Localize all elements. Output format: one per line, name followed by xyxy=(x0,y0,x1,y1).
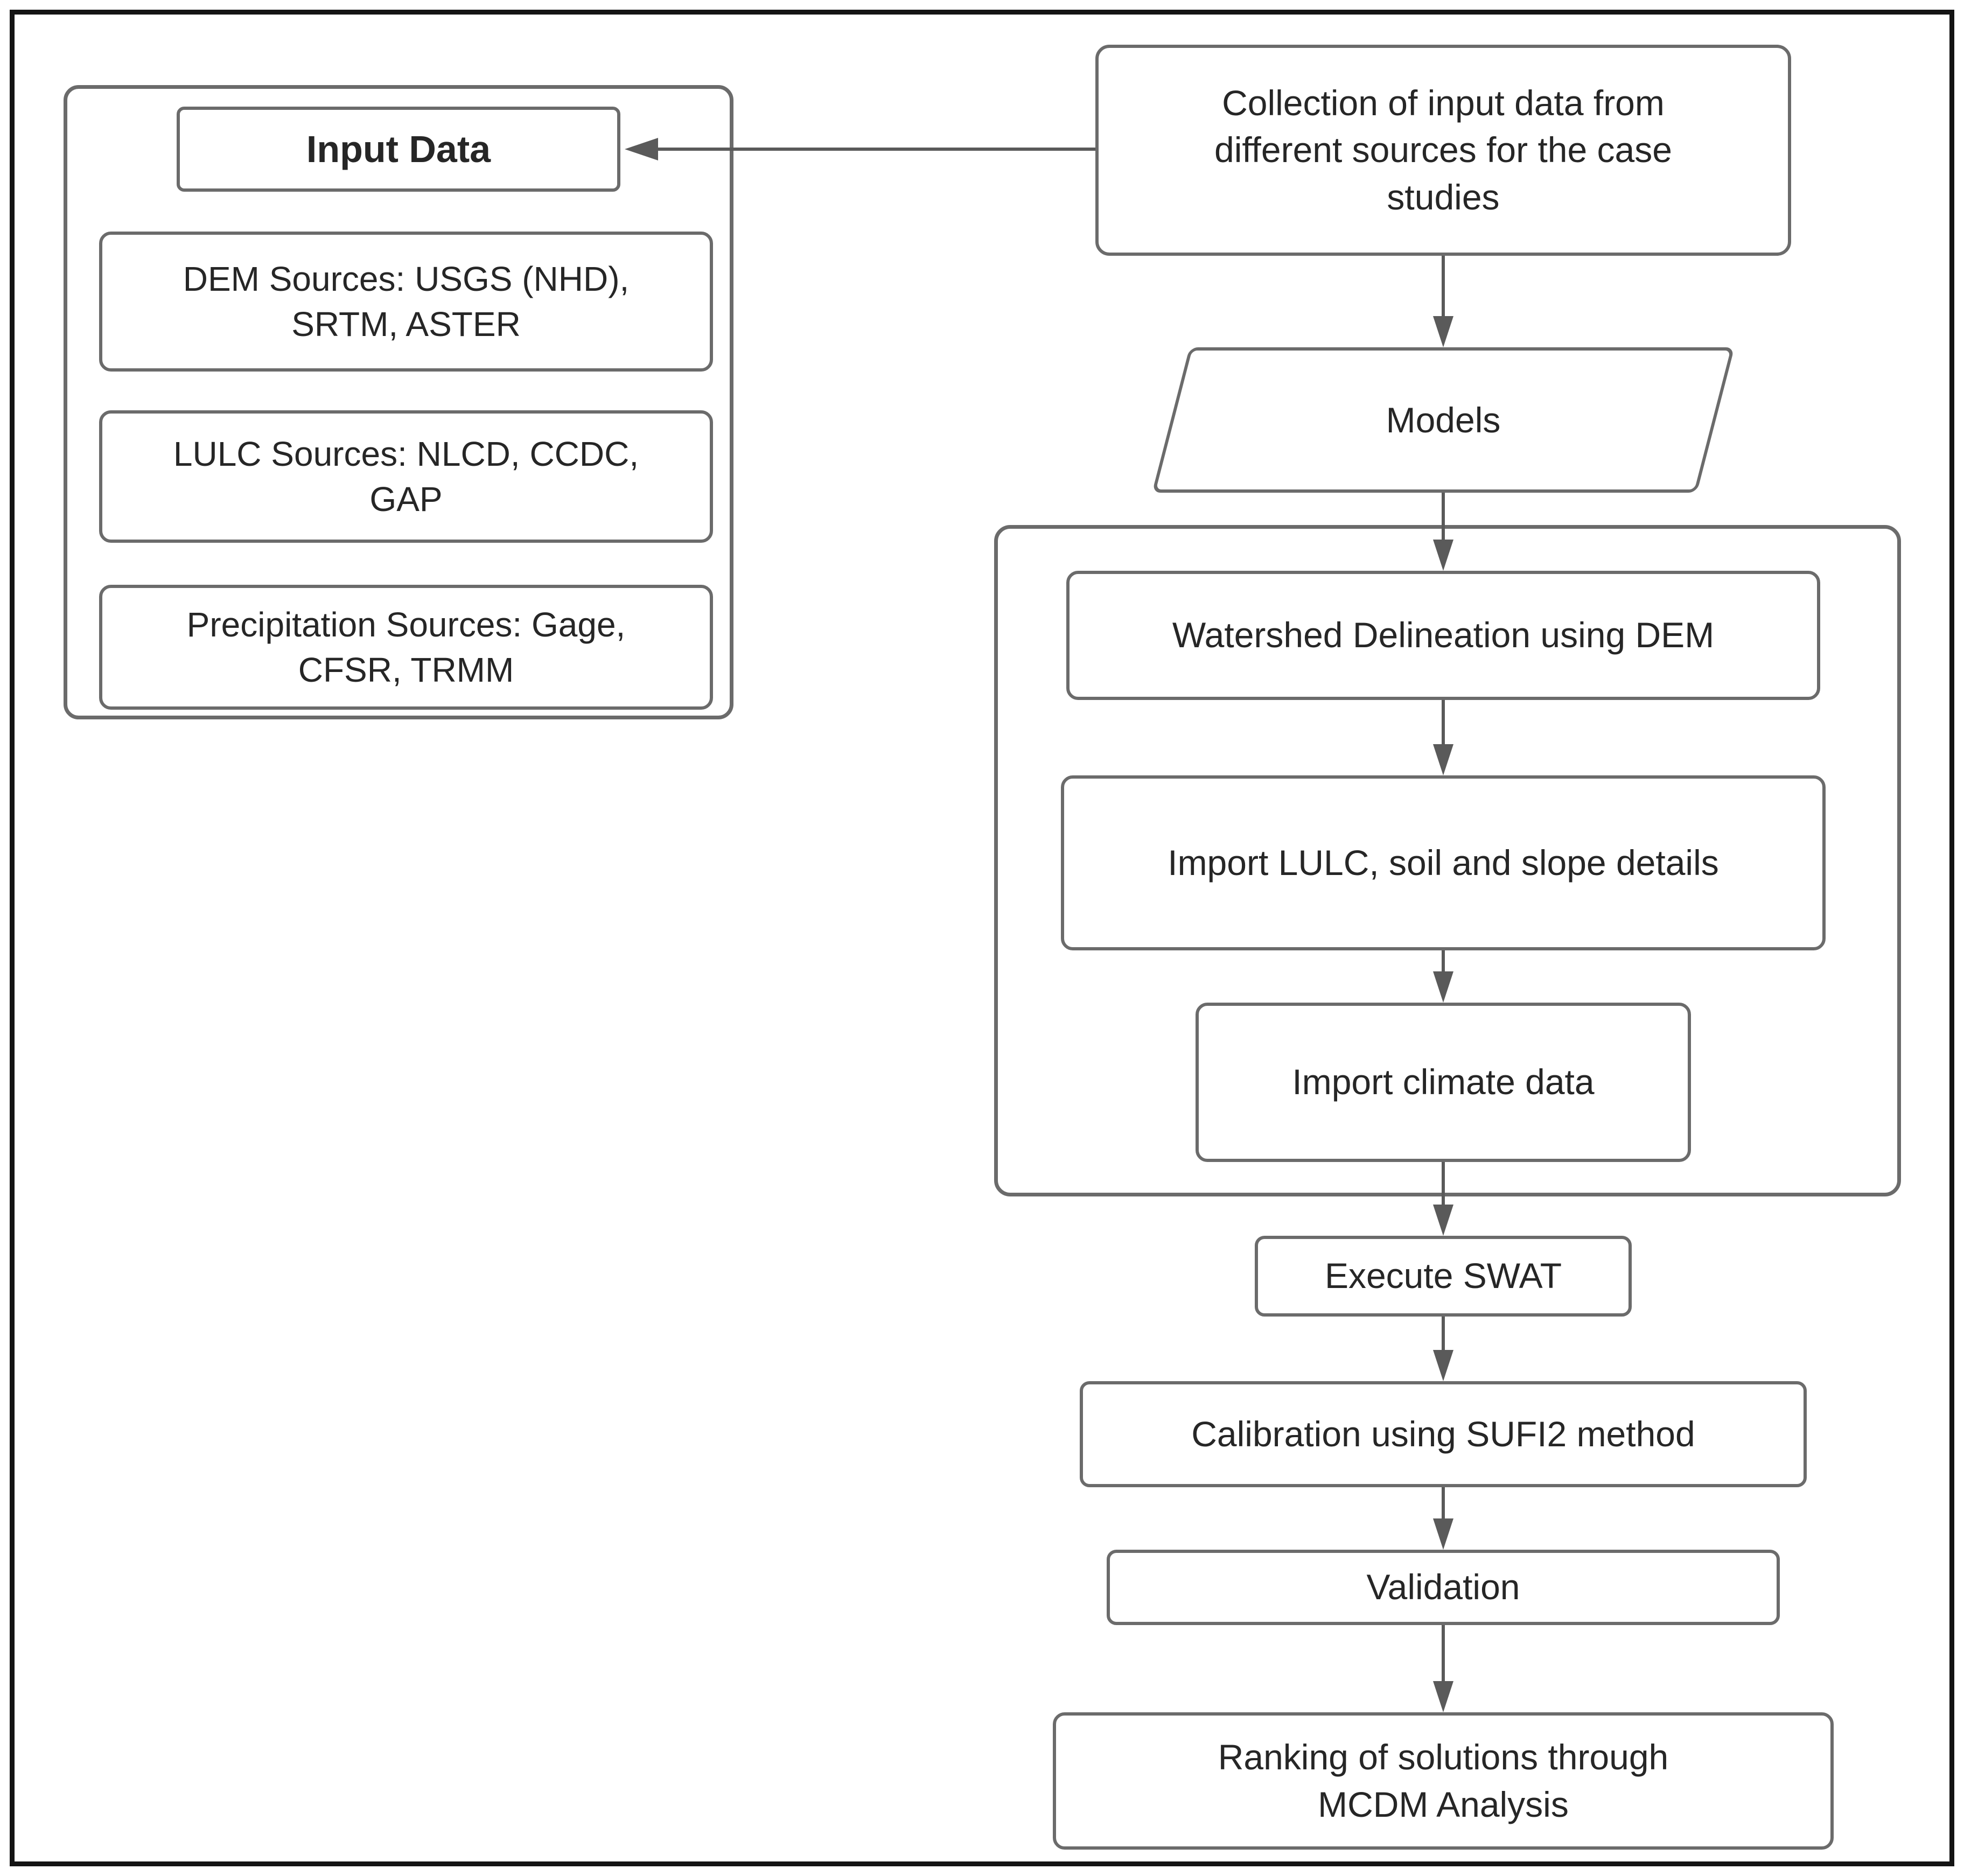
arrow-shaft xyxy=(658,148,1095,151)
lulc-sources-box: LULC Sources: NLCD, CCDC, GAP xyxy=(99,410,713,543)
calibration-box: Calibration using SUFI2 method xyxy=(1080,1381,1807,1487)
arrow-shaft xyxy=(1442,1487,1445,1521)
input-data-title-box: Input Data xyxy=(177,107,620,192)
import-climate-box: Import climate data xyxy=(1196,1003,1691,1162)
arrow-shaft xyxy=(1442,1317,1445,1352)
collection-box: Collection of input data from different … xyxy=(1095,45,1791,256)
arrow-shaft xyxy=(1442,1162,1445,1207)
arrow-head-left-icon xyxy=(625,138,658,160)
arrow-shaft xyxy=(1442,950,1445,974)
arrow-head-down-icon xyxy=(1433,1681,1453,1712)
ranking-box: Ranking of solutions through MCDM Analys… xyxy=(1053,1712,1834,1850)
arrow-head-down-icon xyxy=(1433,971,1453,1003)
import-lulc-box: Import LULC, soil and slope details xyxy=(1061,775,1826,950)
arrow-head-down-icon xyxy=(1433,1518,1453,1550)
arrow-head-down-icon xyxy=(1433,1205,1453,1236)
arrow-shaft xyxy=(1442,1625,1445,1683)
models-label: Models xyxy=(1386,400,1501,440)
figure-frame xyxy=(10,10,1954,1866)
watershed-delineation-box: Watershed Delineation using DEM xyxy=(1066,571,1820,700)
arrow-shaft xyxy=(1442,700,1445,746)
execute-swat-box: Execute SWAT xyxy=(1255,1236,1632,1317)
arrow-head-down-icon xyxy=(1433,540,1453,571)
arrow-head-down-icon xyxy=(1433,1350,1453,1381)
arrow-head-down-icon xyxy=(1433,316,1453,347)
arrow-head-down-icon xyxy=(1433,744,1453,775)
validation-box: Validation xyxy=(1107,1550,1780,1625)
dem-sources-box: DEM Sources: USGS (NHD), SRTM, ASTER xyxy=(99,232,713,372)
models-parallelogram: Models xyxy=(1152,347,1735,493)
precipitation-sources-box: Precipitation Sources: Gage, CFSR, TRMM xyxy=(99,585,713,710)
arrow-shaft xyxy=(1442,256,1445,318)
arrow-shaft xyxy=(1442,493,1445,542)
